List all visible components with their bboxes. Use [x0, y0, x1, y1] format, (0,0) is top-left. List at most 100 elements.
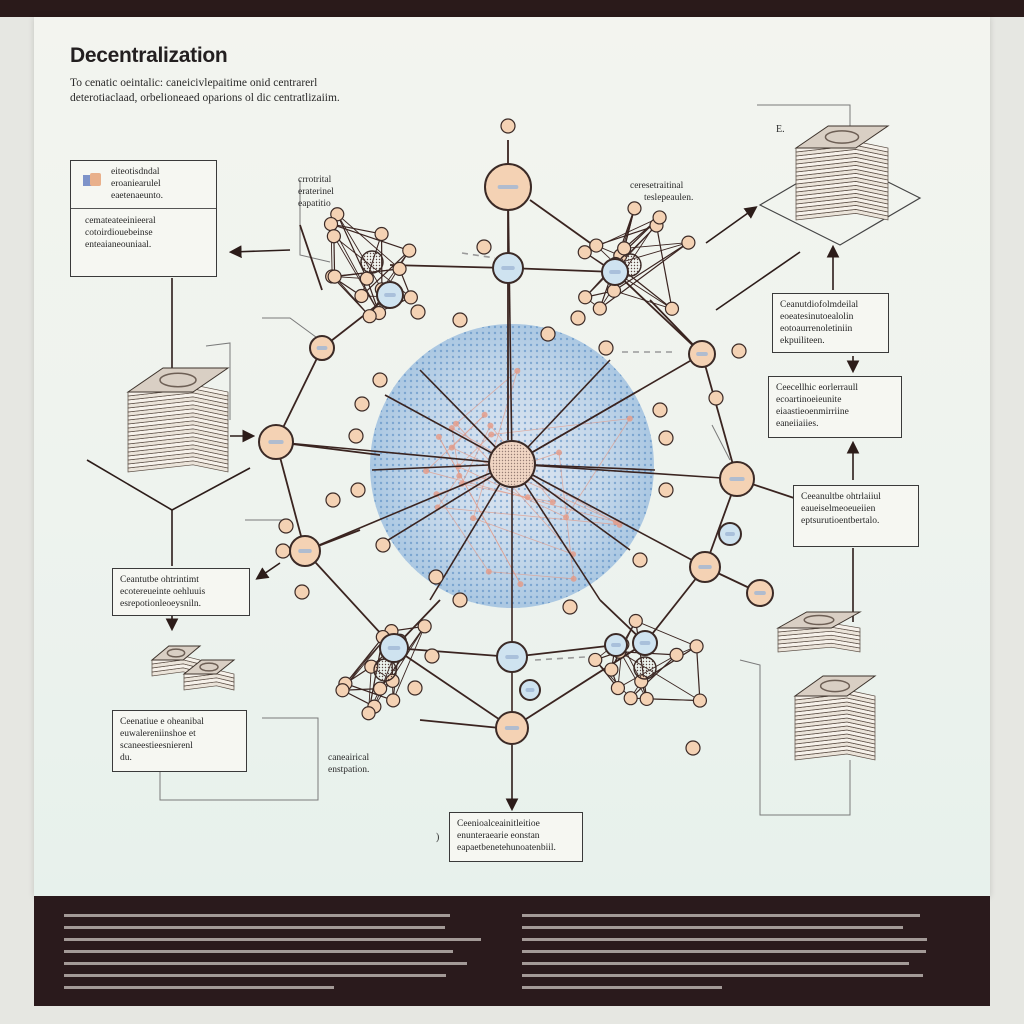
box-line: Ceecellhic eorlerraull — [776, 383, 859, 393]
box-line: eptsurutioentbertalo. — [801, 516, 880, 526]
cluster-node — [628, 613, 643, 629]
network-node — [562, 599, 578, 615]
network-node — [275, 543, 291, 559]
edge — [695, 646, 701, 701]
network-node — [500, 118, 516, 134]
cloud-link — [491, 418, 630, 435]
box-line: Ceeanultbe ohtrlaiiul — [801, 492, 881, 502]
cluster-node — [589, 238, 604, 253]
note-line: caneairical — [328, 753, 370, 763]
network-node — [658, 482, 674, 498]
edge — [361, 250, 410, 297]
cluster-node — [588, 652, 603, 668]
node-chip — [505, 655, 519, 659]
edge — [330, 223, 410, 252]
edge — [275, 441, 513, 465]
cluster-node — [362, 309, 377, 324]
footer-text-line — [522, 938, 928, 941]
info-box-right-1: Ceanutdiofolmdeilal eoeatesinutoealolin … — [772, 293, 889, 353]
dashed-connectors — [461, 252, 672, 661]
box-line: eapaetbenetehunoatenbiil. — [457, 843, 556, 853]
subtitle-line: deterotiaclaad, orbelioneaed oparions ol… — [70, 92, 340, 104]
edge — [304, 463, 513, 552]
node-chip — [501, 266, 515, 270]
network-node — [410, 304, 426, 320]
network-node — [325, 492, 341, 508]
cluster-hub — [633, 656, 657, 680]
top-frame-bar — [0, 0, 1024, 17]
footer-text-line — [522, 974, 924, 977]
edge — [630, 654, 677, 699]
cluster-node — [617, 241, 632, 256]
network-node — [428, 569, 444, 585]
cloud-link — [473, 517, 574, 555]
footer-text-line — [64, 962, 467, 965]
note-line: eraterinel — [298, 187, 334, 197]
edge — [644, 566, 706, 644]
cluster-node — [386, 693, 401, 708]
footer-text-line — [522, 950, 926, 953]
cluster-node — [374, 226, 389, 242]
footer-text-line — [64, 914, 451, 917]
cluster-hub — [360, 250, 384, 274]
edge — [429, 463, 513, 601]
box-line: Ceenioalceainitleitioe — [457, 819, 540, 829]
node-chip — [268, 440, 284, 444]
document-stack-icon — [126, 367, 230, 473]
network-node — [632, 552, 648, 568]
network-node — [348, 428, 364, 444]
box-line: eoeatesinutoealolin — [780, 312, 854, 322]
cloud-link — [461, 483, 528, 498]
node-chip — [525, 688, 535, 692]
document-stack-icon — [794, 125, 890, 221]
note-line: crrotrital — [298, 175, 332, 185]
footer-text-left — [64, 914, 484, 998]
edge — [529, 199, 601, 251]
document-stacks — [126, 125, 890, 761]
cluster-node — [392, 261, 407, 276]
page-mark: E. — [776, 124, 785, 135]
box-line: Ceanutdiofolmdeilal — [780, 300, 859, 310]
box-line: esrepotionleoeysniln. — [120, 599, 201, 609]
footer-text-line — [64, 974, 447, 977]
network-node — [652, 402, 668, 418]
cloud-link — [437, 506, 620, 526]
network-node — [354, 396, 370, 412]
footer-text-line — [64, 986, 334, 989]
cloud-link — [488, 571, 574, 580]
cluster-node — [578, 290, 593, 305]
network-node — [658, 430, 674, 446]
node-chip — [729, 477, 745, 481]
cloud-dot — [616, 521, 623, 528]
node-chip — [754, 591, 766, 595]
box-line: scaneestieesnierenl — [120, 741, 193, 751]
info-box-right-2: Ceecellhic eorlerraull ecoartinoeieunite… — [768, 376, 902, 438]
box-line: Ceantutbe ohtrintimt — [120, 575, 199, 585]
cluster-node — [606, 283, 622, 298]
network-node — [452, 592, 468, 608]
box-line: ekpuiliteen. — [780, 336, 825, 346]
network-node — [407, 680, 423, 696]
node-chip — [504, 726, 520, 730]
right-flow — [505, 206, 860, 812]
cluster-node — [610, 680, 626, 696]
cluster-node — [669, 647, 684, 662]
edge — [511, 463, 631, 551]
cluster-node — [359, 271, 374, 286]
note-top-left: crrotrital eraterinel eapatitio — [298, 174, 334, 210]
box-line: ecoartinoeieunite — [776, 395, 842, 405]
footer-text-line — [64, 926, 445, 929]
edge — [701, 353, 738, 480]
node-chip — [298, 549, 312, 553]
footer-text-line — [522, 926, 904, 929]
cloud-link — [436, 493, 490, 572]
guide-lines — [159, 104, 851, 816]
document-stack-icon — [182, 659, 236, 691]
subtitle-line: To cenatic oeintalic: caneicivlepaitime … — [70, 77, 318, 89]
box-line: eaueiselmeoeueiien — [801, 504, 876, 514]
cluster-node — [592, 301, 607, 316]
cluster-node — [361, 706, 376, 721]
edge — [619, 651, 701, 701]
edge — [393, 647, 513, 658]
